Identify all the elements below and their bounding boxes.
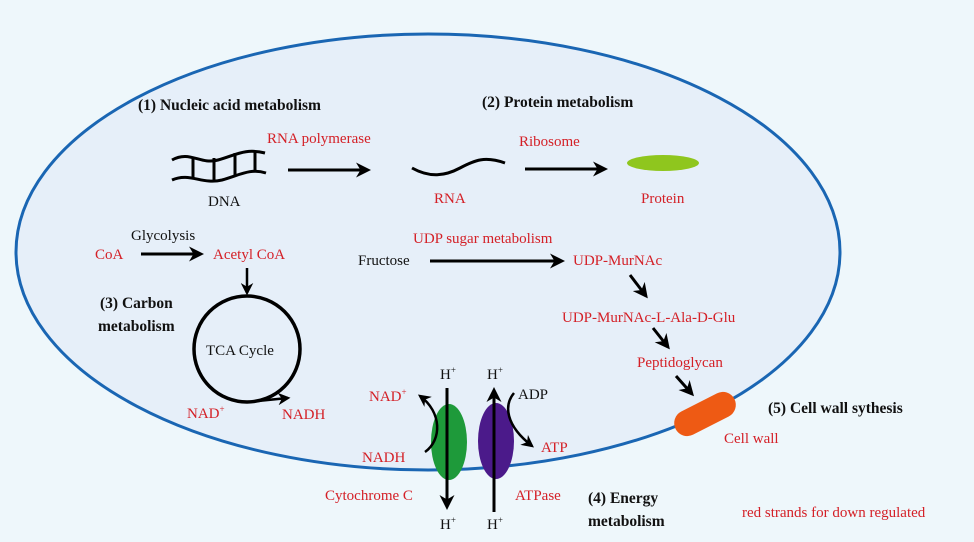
arrow-tca-to-nadh xyxy=(246,392,291,406)
label-h-bottom-right: H+ xyxy=(487,515,503,533)
cytochrome-c-icon xyxy=(431,404,467,480)
cell-wall-icon xyxy=(674,391,736,437)
label-protein: Protein xyxy=(641,191,685,207)
label-rna: RNA xyxy=(434,191,466,207)
label-udp-murnac: UDP-MurNAc xyxy=(573,253,663,269)
protein-icon xyxy=(627,155,699,171)
heading-protein: (2) Protein metabolism xyxy=(482,94,633,111)
label-tca-nad: NAD+ xyxy=(187,404,225,422)
label-udp-sugar-metabolism: UDP sugar metabolism xyxy=(413,231,553,247)
arrow-to-peptidoglycan xyxy=(651,327,670,350)
label-energy-nad: NAD+ xyxy=(369,387,407,405)
heading-carbon-2: metabolism xyxy=(98,318,175,335)
rna-icon xyxy=(411,157,506,177)
label-tca-nadh: NADH xyxy=(282,407,325,423)
label-fructose: Fructose xyxy=(358,253,410,269)
heading-cell-wall: (5) Cell wall sythesis xyxy=(768,400,903,417)
dna-icon xyxy=(171,149,267,183)
label-dna: DNA xyxy=(208,194,241,210)
arrow-to-cell-wall xyxy=(674,375,694,397)
atpase-icon xyxy=(478,403,514,479)
cell-membrane xyxy=(14,32,842,472)
label-ribosome: Ribosome xyxy=(519,134,580,150)
legend-note: red strands for down regulated xyxy=(742,505,926,521)
label-tca-cycle: TCA Cycle xyxy=(206,343,274,359)
label-peptidoglycan: Peptidoglycan xyxy=(637,355,723,371)
label-h-top-left: H+ xyxy=(440,365,456,383)
label-rna-polymerase: RNA polymerase xyxy=(267,131,371,147)
arrow-to-udp-murnac-ala xyxy=(628,274,648,299)
label-glycolysis: Glycolysis xyxy=(131,228,195,244)
label-acetyl-coa: Acetyl CoA xyxy=(213,247,285,263)
label-h-top-right: H+ xyxy=(487,365,503,383)
label-cell-wall: Cell wall xyxy=(724,431,779,447)
arrow-adp-to-atp xyxy=(506,392,534,448)
heading-carbon-1: (3) Carbon xyxy=(100,295,173,312)
arrow-nadh-to-nad xyxy=(417,394,439,454)
heading-energy-2: metabolism xyxy=(588,513,665,530)
label-cytochrome-c: Cytochrome C xyxy=(325,488,413,504)
label-h-bottom-left: H+ xyxy=(440,515,456,533)
label-atp: ATP xyxy=(541,440,568,456)
label-adp: ADP xyxy=(518,387,548,403)
label-udp-murnac-ala-d-glu: UDP-MurNAc-L-Ala-D-Glu xyxy=(562,310,736,326)
label-coa: CoA xyxy=(95,247,124,263)
label-energy-nadh: NADH xyxy=(362,450,405,466)
heading-nucleic-acid: (1) Nucleic acid metabolism xyxy=(138,97,321,114)
label-atpase: ATPase xyxy=(515,488,561,504)
heading-energy-1: (4) Energy xyxy=(588,490,658,507)
